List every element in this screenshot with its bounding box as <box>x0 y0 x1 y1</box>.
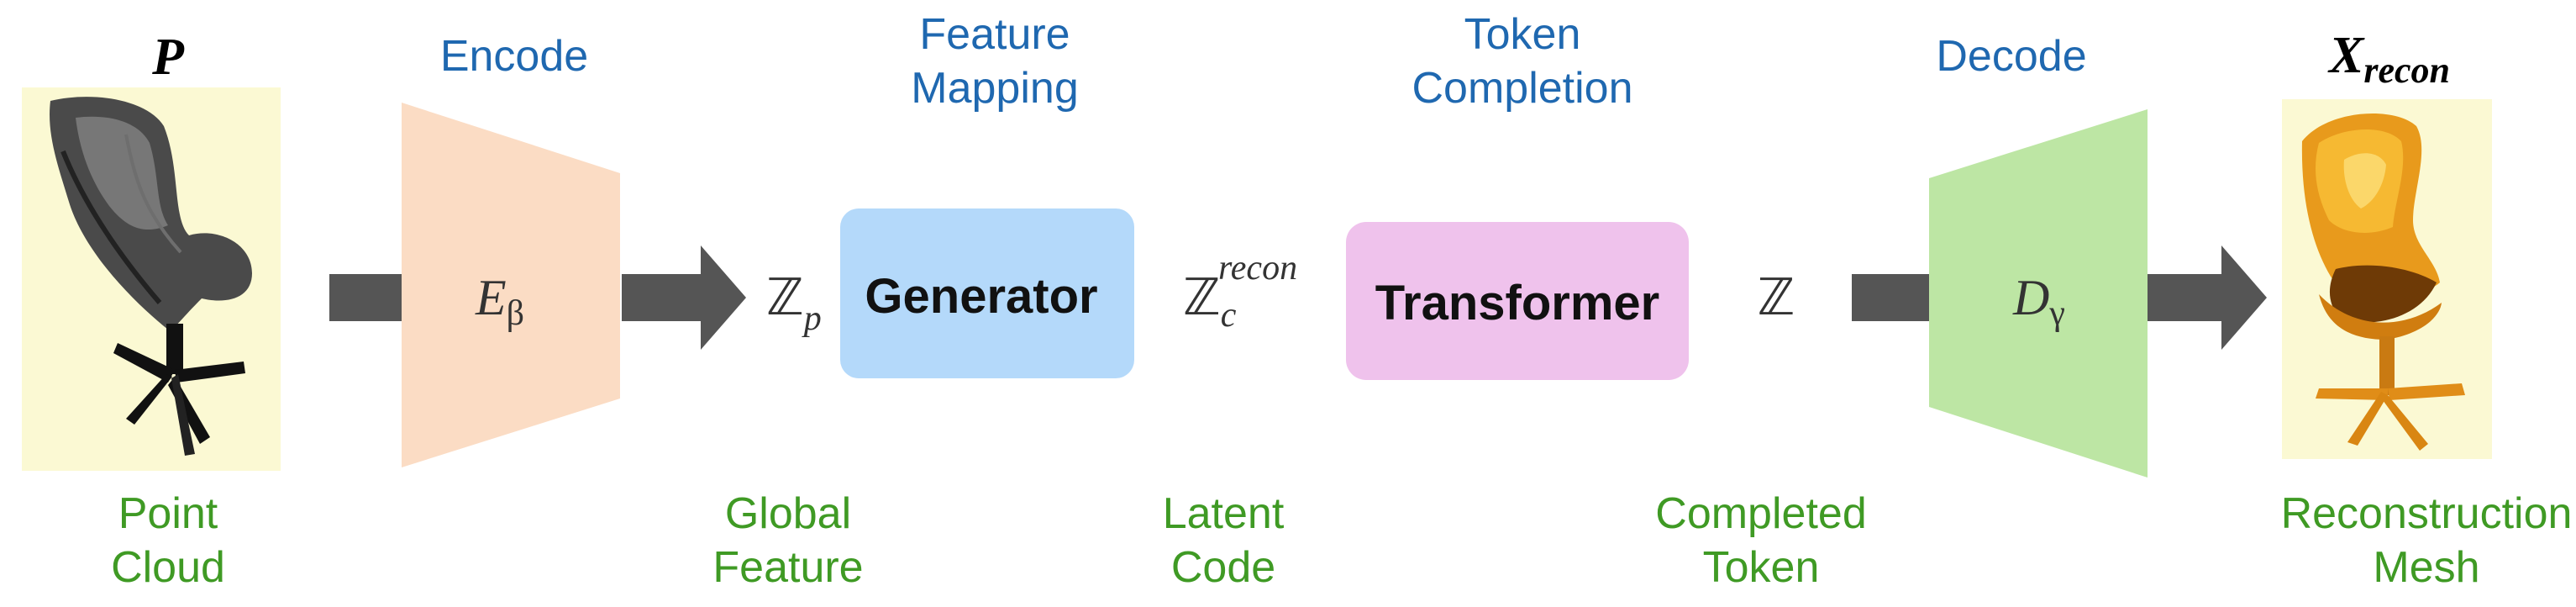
arrow-encoder-to-feature <box>622 245 746 350</box>
arrow-to-encoder <box>329 274 405 321</box>
encoder-block <box>402 103 620 467</box>
decoder-symbol: Dγ <box>2012 270 2065 333</box>
input-symbol: P <box>151 29 185 86</box>
input-caption-line2: Cloud <box>111 543 225 592</box>
completed-token-caption-line2: Token <box>1703 543 1820 592</box>
generator-stage-label-line1: Feature <box>919 10 1070 59</box>
decoder-block <box>1929 109 2148 478</box>
global-feature-symbol: ℤp <box>766 268 822 338</box>
transformer-box <box>1346 222 1689 380</box>
mesh-chair-icon <box>2282 99 2492 459</box>
transformer-stage-label-line1: Token <box>1464 10 1581 59</box>
latent-code-symbol: ℤc <box>1183 268 1237 335</box>
point-cloud-chair-icon <box>22 87 281 471</box>
output-caption-line2: Mesh <box>2373 543 2479 592</box>
input-caption-line1: Point <box>118 489 218 538</box>
arrow-to-decoder <box>1852 274 1929 321</box>
encoder-symbol: Eβ <box>475 270 524 333</box>
encoder-stage-label: Encode <box>440 32 588 81</box>
global-feature-caption-line2: Feature <box>712 543 863 592</box>
latent-code-caption-line2: Code <box>1171 543 1275 592</box>
latent-code-caption-line1: Latent <box>1163 489 1285 538</box>
output-symbol: Xrecon <box>2327 27 2450 91</box>
completed-token-caption-line1: Completed <box>1655 489 1866 538</box>
decoder-stage-label: Decode <box>1936 32 2086 81</box>
transformer-box-label: Transformer <box>1375 276 1659 330</box>
output-caption-line1: Reconstruction <box>2281 489 2573 538</box>
latent-code-superscript: recon <box>1218 249 1297 288</box>
arrow-decoder-to-output <box>2148 245 2267 350</box>
generator-box <box>840 208 1134 378</box>
global-feature-caption-line1: Global <box>725 489 851 538</box>
generator-stage-label-line2: Mapping <box>911 64 1078 113</box>
completed-token-symbol: ℤ <box>1758 268 1795 327</box>
generator-box-label: Generator <box>865 269 1097 324</box>
transformer-stage-label-line2: Completion <box>1412 64 1632 113</box>
